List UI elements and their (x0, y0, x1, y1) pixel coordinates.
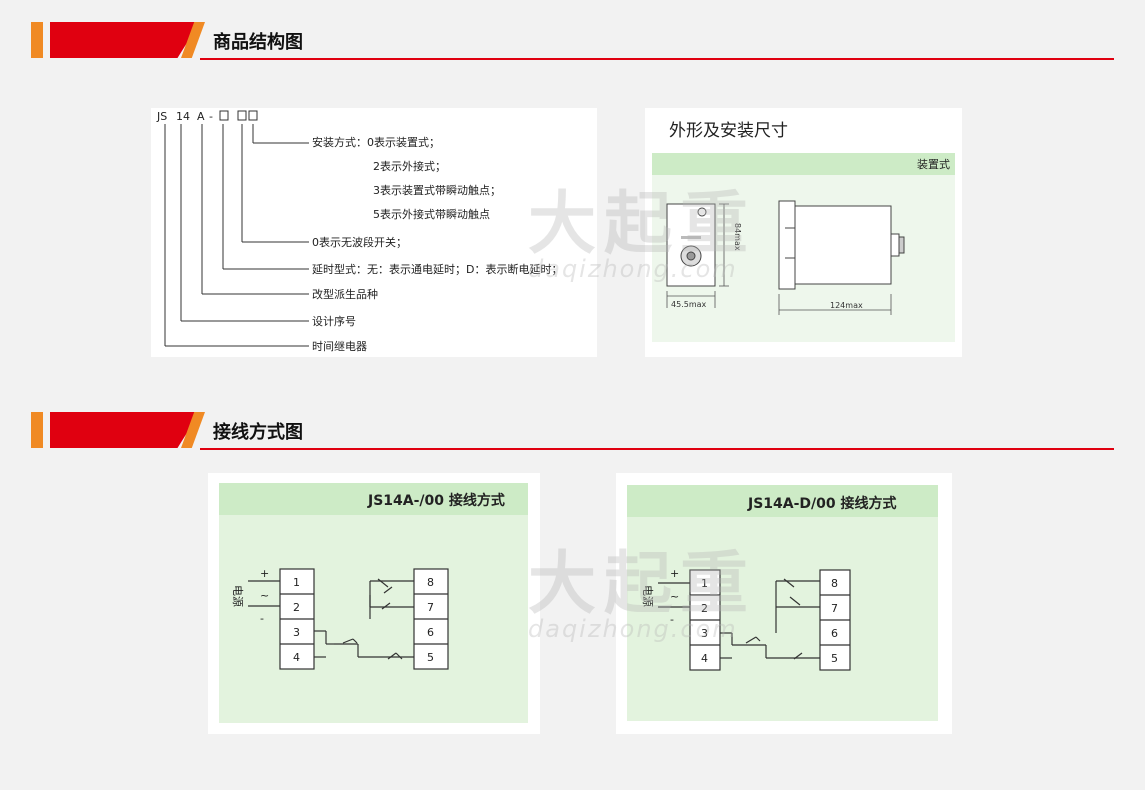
section-header-wiring: 接线方式图 (0, 408, 1145, 452)
dimensions-tag: 装置式 (917, 158, 950, 171)
terminal-3: 3 (293, 626, 300, 639)
wiring-panel-1: JS14A-/00 接线方式 (208, 473, 540, 734)
terminal-5: 5 (831, 652, 838, 665)
power-minus: - (260, 612, 264, 625)
header-underline (200, 58, 1114, 60)
dimensions-panel: 外形及安装尺寸 装置式 45.5max 84max (645, 108, 962, 357)
header-red-banner (50, 22, 200, 58)
terminal-7: 7 (831, 602, 838, 615)
terminal-7: 7 (427, 601, 434, 614)
code-option-line-7: 改型派生品种 (312, 287, 378, 301)
power-ac: ~ (260, 589, 269, 602)
dimension-width: 45.5max (671, 300, 707, 309)
code-14: 14 (176, 110, 190, 123)
dimension-depth: 124max (830, 301, 863, 310)
code-option-line-9: 时间继电器 (312, 340, 367, 353)
terminal-4: 4 (293, 651, 300, 664)
terminal-4: 4 (701, 652, 708, 665)
header-accent-bar (31, 412, 43, 448)
terminal-1: 1 (701, 577, 708, 590)
wiring-panel-2: JS14A-D/00 接线方式 1 2 (616, 473, 952, 734)
terminal-3: 3 (701, 627, 708, 640)
code-option-line-1: 安装方式：0表示装置式； (312, 135, 440, 149)
terminal-2: 2 (293, 601, 300, 614)
section-header-structure: 商品结构图 (0, 18, 1145, 62)
terminal-1: 1 (293, 576, 300, 589)
dimensions-title: 外形及安装尺寸 (669, 121, 788, 141)
header-underline (200, 448, 1114, 450)
terminal-8: 8 (831, 577, 838, 590)
section-title: 商品结构图 (213, 32, 303, 53)
wiring-diagram-2: JS14A-D/00 接线方式 1 2 (627, 485, 938, 721)
code-option-line-2: 2表示外接式； (373, 159, 446, 173)
model-code-panel: JS 14 A - 安装方式：0表示装置式； 2表示外接式； 3表示装置式带瞬动… (151, 108, 597, 357)
code-js: JS (156, 110, 167, 123)
wiring-title: JS14A-/00 接线方式 (367, 492, 505, 509)
dimensions-drawing: 外形及安装尺寸 装置式 45.5max 84max (652, 121, 955, 342)
power-label: 电源 (231, 585, 245, 607)
model-code-diagram: JS 14 A - 安装方式：0表示装置式； 2表示外接式； 3表示装置式带瞬动… (156, 110, 562, 353)
power-plus: + (260, 567, 269, 580)
section-title: 接线方式图 (213, 422, 303, 443)
code-option-line-8: 设计序号 (312, 314, 356, 328)
code-option-line-3: 3表示装置式带瞬动触点； (373, 183, 501, 197)
code-dash: - (209, 110, 213, 123)
power-label: 电源 (641, 585, 655, 607)
header-red-banner (50, 412, 200, 448)
code-option-line-5: 0表示无波段开关； (312, 235, 407, 249)
terminal-2: 2 (701, 602, 708, 615)
terminal-6: 6 (427, 626, 434, 639)
power-minus: - (670, 613, 674, 626)
dimensions-green-bar (652, 153, 955, 175)
wiring-diagram-1: JS14A-/00 接线方式 (219, 483, 528, 723)
terminal-8: 8 (427, 576, 434, 589)
code-option-line-6: 延时型式：无：表示通电延时；D：表示断电延时； (312, 262, 562, 276)
code-a: A (197, 110, 205, 123)
code-option-line-4: 5表示外接式带瞬动触点 (373, 207, 490, 221)
terminal-6: 6 (831, 627, 838, 640)
dimension-height: 84max (733, 223, 742, 251)
terminal-5: 5 (427, 651, 434, 664)
header-accent-bar (31, 22, 43, 58)
power-plus: + (670, 567, 679, 580)
wiring-title: JS14A-D/00 接线方式 (747, 495, 897, 512)
power-ac: ~ (670, 590, 679, 603)
